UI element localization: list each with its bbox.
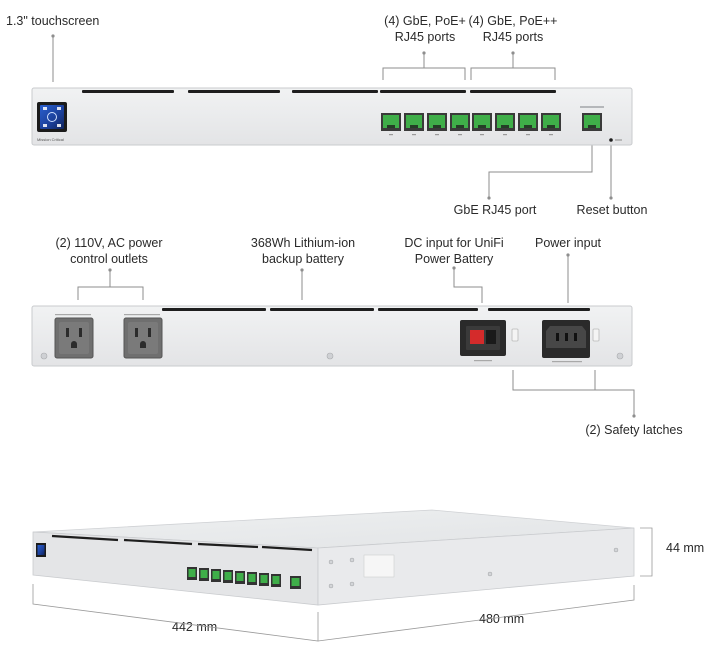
- dot-touchscreen: [51, 34, 55, 38]
- dim-depth-line: [32, 584, 319, 642]
- bracket-poe-plusplus: [470, 53, 556, 80]
- power-latch[interactable]: [592, 328, 600, 342]
- rj45-port[interactable]: [381, 113, 401, 131]
- 3d-ports: [187, 567, 301, 589]
- dot-battery: [300, 268, 304, 272]
- 3d-touchscreen: [36, 543, 46, 557]
- dot-ac: [108, 268, 112, 272]
- poe-plus-ports: [381, 113, 470, 131]
- rear-caption-marks: [474, 360, 582, 363]
- rear-panel: [31, 305, 633, 367]
- outlet-caption-marks: [55, 314, 160, 316]
- dim-height-line: [640, 527, 653, 577]
- dot-poe-plus: [422, 51, 426, 55]
- leader-dots: [51, 34, 636, 418]
- poe-plus-label-line2: RJ45 ports: [394, 30, 456, 44]
- 3d-side-label: [363, 554, 395, 578]
- 3d-side-screws: [328, 547, 619, 589]
- bracket-poe-plus: [382, 53, 466, 80]
- rj45-port[interactable]: [495, 113, 515, 131]
- rj45-port[interactable]: [518, 113, 538, 131]
- rj45-port[interactable]: [427, 113, 447, 131]
- dc-latch[interactable]: [511, 328, 519, 342]
- poe-plusplus-label: (4) GbE, PoE++ RJ45 ports: [460, 13, 566, 45]
- touchscreen[interactable]: [37, 102, 67, 132]
- brand-text: Mission Critical: [37, 137, 64, 142]
- ac-outlets-label-line2: control outlets: [70, 252, 148, 266]
- reset-button-label: Reset button: [576, 203, 648, 217]
- dc-input-label-line1: DC input for UniFi: [404, 236, 504, 250]
- rear-vents: [162, 308, 590, 311]
- ac-outlet[interactable]: [54, 317, 94, 359]
- rj45-port[interactable]: [404, 113, 424, 131]
- ac-outlets-label-line1: (2) 110V, AC power: [55, 236, 163, 250]
- chassis-side: [317, 527, 635, 606]
- poe-plus-label-line1: (4) GbE, PoE+: [384, 14, 466, 28]
- reset-text-mark: [615, 139, 622, 141]
- dot-poe-plusplus: [511, 51, 515, 55]
- battery-label: 368Wh Lithium-ion backup battery: [240, 235, 366, 267]
- dot-dc: [452, 266, 456, 270]
- rj45-port[interactable]: [541, 113, 561, 131]
- dot-safety: [632, 414, 636, 418]
- battery-label-line1: 368Wh Lithium-ion: [250, 236, 356, 250]
- poe-plusplus-ports: [472, 113, 561, 131]
- leader-gbe-port: [488, 145, 593, 198]
- safety-latches-label: (2) Safety latches: [585, 423, 683, 437]
- port-number-marks: [389, 134, 553, 136]
- dc-input-connector[interactable]: [460, 320, 506, 356]
- gbe-port-label: GbE RJ45 port: [453, 203, 537, 217]
- dim-width-line: [317, 585, 635, 642]
- bracket-ac-outlets: [77, 270, 144, 300]
- power-input-socket[interactable]: [542, 320, 590, 358]
- reset-button[interactable]: [609, 138, 613, 142]
- front-panel: Mission Critical: [31, 87, 633, 146]
- ac-outlet[interactable]: [123, 317, 163, 359]
- rj45-port[interactable]: [450, 113, 470, 131]
- leader-lines: [52, 36, 635, 416]
- dimension-lines: [32, 527, 653, 642]
- poe-plusplus-label-line2: RJ45 ports: [482, 30, 544, 44]
- ac-outlets-label: (2) 110V, AC power control outlets: [44, 235, 174, 267]
- dot-reset: [609, 196, 613, 200]
- rear-screws: [40, 352, 624, 360]
- gbe-rj45-port[interactable]: [580, 106, 604, 131]
- battery-label-line2: backup battery: [262, 252, 344, 266]
- poe-plusplus-label-line1: (4) GbE, PoE++: [468, 14, 558, 28]
- dot-gbe: [487, 196, 491, 200]
- poe-plus-label: (4) GbE, PoE+ RJ45 ports: [372, 13, 478, 45]
- power-input-label: Power input: [534, 236, 601, 250]
- rj45-port[interactable]: [472, 113, 492, 131]
- dimension-height: 44 mm: [666, 541, 705, 555]
- bracket-safety-latches: [512, 370, 635, 416]
- device-3d-view: [32, 509, 635, 606]
- touchscreen-label: 1.3" touchscreen: [6, 14, 100, 28]
- front-vents: [82, 90, 556, 93]
- 3d-vents: [51, 534, 313, 552]
- dc-input-label-line2: Power Battery: [414, 252, 494, 266]
- dot-power: [566, 253, 570, 257]
- leader-dc-input: [453, 268, 483, 303]
- dc-input-label: DC input for UniFi Power Battery: [392, 235, 516, 267]
